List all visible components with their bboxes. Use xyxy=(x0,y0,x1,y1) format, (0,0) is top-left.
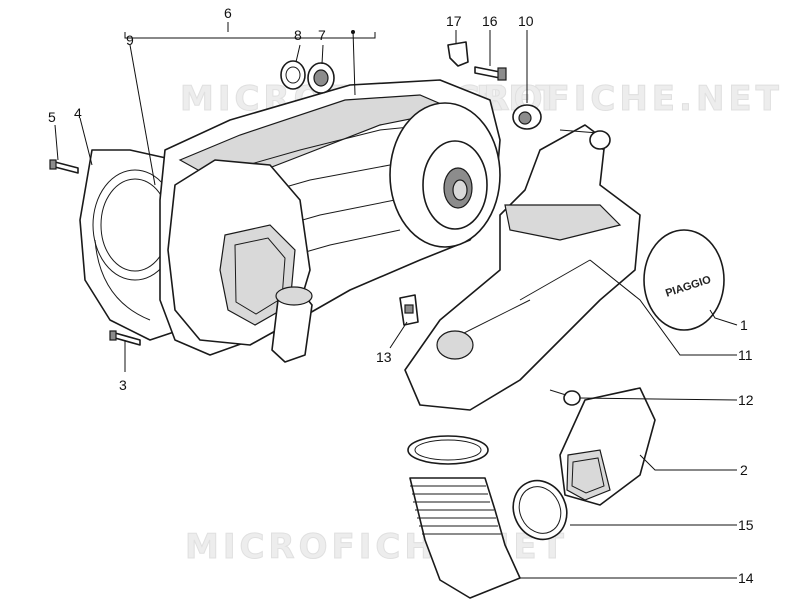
callout-15: 15 xyxy=(738,517,754,533)
callout-6: 6 xyxy=(224,5,232,21)
transmission-cover-housing xyxy=(159,79,501,363)
callout-1: 1 xyxy=(740,317,748,333)
bracket-part-17 xyxy=(447,41,469,67)
callout-11: 11 xyxy=(738,347,753,363)
callout-14: 14 xyxy=(738,570,754,586)
callout-10: 10 xyxy=(518,13,534,29)
screw-part-3 xyxy=(109,330,141,346)
bearing-part-7 xyxy=(307,62,335,94)
grommet-part-10 xyxy=(512,104,542,130)
callout-5: 5 xyxy=(48,109,56,125)
callout-9: 9 xyxy=(126,32,134,48)
clip-part-13 xyxy=(399,294,419,326)
screw-part-5 xyxy=(49,159,79,174)
bolt-part-16 xyxy=(474,66,507,81)
hose-clamp-part-15 xyxy=(512,479,568,541)
screw-part-12 xyxy=(549,389,581,406)
callout-4: 4 xyxy=(74,105,82,121)
callout-13: 13 xyxy=(376,349,392,365)
callout-17: 17 xyxy=(446,13,462,29)
seal-ring-part-8 xyxy=(280,60,306,90)
callout-3: 3 xyxy=(119,377,127,393)
cover-cap-part-1: PIAGGIO xyxy=(643,229,725,331)
air-intake-duct-part-11 xyxy=(404,124,641,411)
corrugated-hose-part-14 xyxy=(409,477,521,599)
callout-7: 7 xyxy=(318,27,326,43)
callout-2: 2 xyxy=(740,462,748,478)
callout-8: 8 xyxy=(294,27,302,43)
callout-12: 12 xyxy=(738,392,754,408)
duct-cover-part-2 xyxy=(559,387,656,506)
callout-16: 16 xyxy=(482,13,498,29)
leader-lines xyxy=(54,22,738,579)
hose-clamp-upper xyxy=(407,435,489,465)
gasket-plate-part-4 xyxy=(79,149,181,341)
